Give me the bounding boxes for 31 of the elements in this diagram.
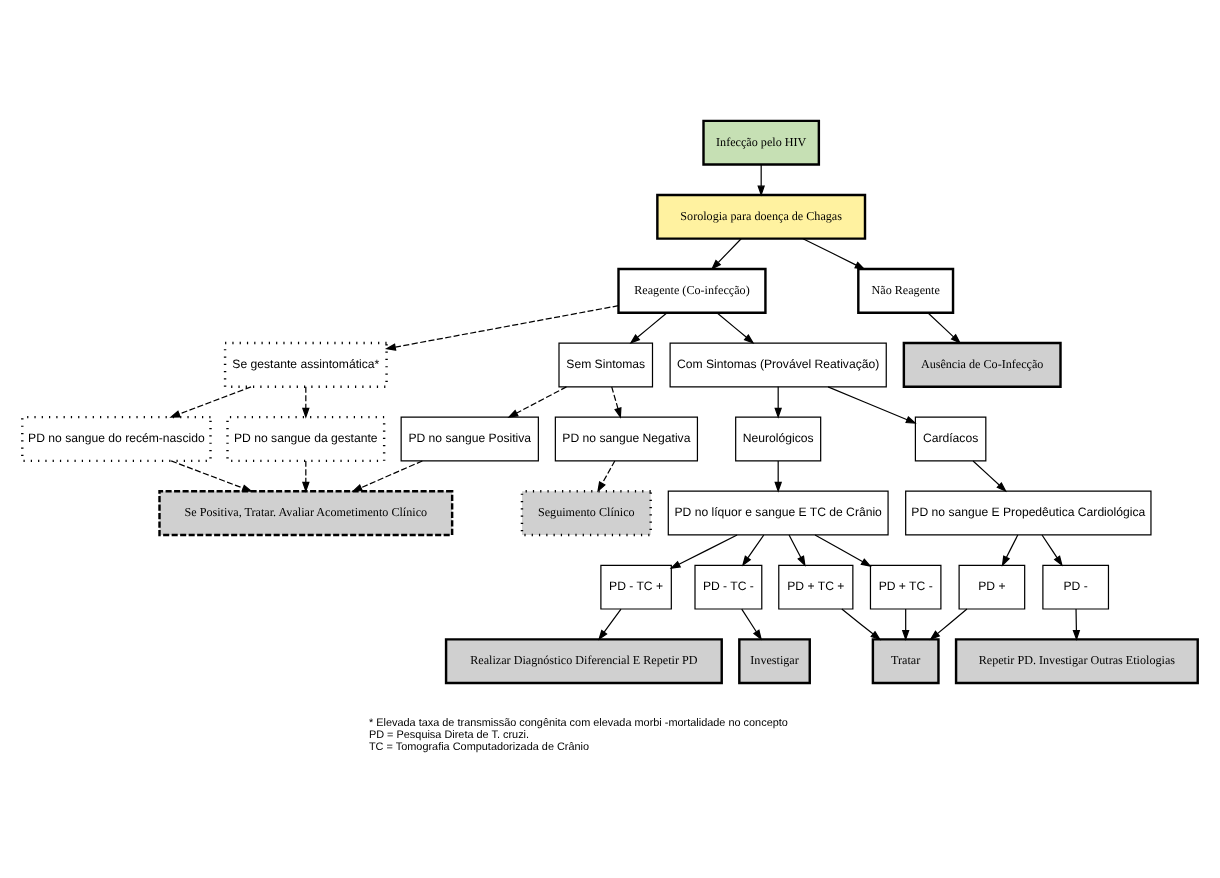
arrow	[841, 608, 882, 641]
arrow	[669, 534, 738, 569]
arrow	[802, 238, 866, 270]
arrow	[1001, 534, 1019, 567]
arrow	[169, 386, 252, 418]
arrow	[170, 460, 253, 492]
arrow	[384, 305, 620, 351]
arrow	[741, 534, 765, 567]
arrow	[774, 386, 782, 419]
arrow	[611, 386, 622, 419]
arrow	[814, 534, 872, 567]
arrow	[757, 164, 765, 197]
arrow	[1041, 534, 1063, 567]
arrow	[929, 608, 968, 641]
arrow	[827, 386, 917, 424]
arrow	[629, 312, 668, 344]
arrow	[598, 608, 622, 641]
arrow	[1072, 608, 1081, 641]
arrow	[774, 460, 782, 493]
arrow	[927, 312, 962, 345]
arrow	[302, 460, 310, 493]
arrow	[788, 534, 806, 567]
arrow	[351, 460, 423, 492]
arrow	[302, 386, 310, 419]
arrow	[741, 608, 763, 641]
arrow	[597, 460, 616, 493]
arrow	[716, 312, 755, 344]
arrow	[710, 238, 742, 271]
arrow	[507, 386, 567, 418]
arrow	[901, 608, 910, 641]
arrow	[972, 460, 1007, 493]
